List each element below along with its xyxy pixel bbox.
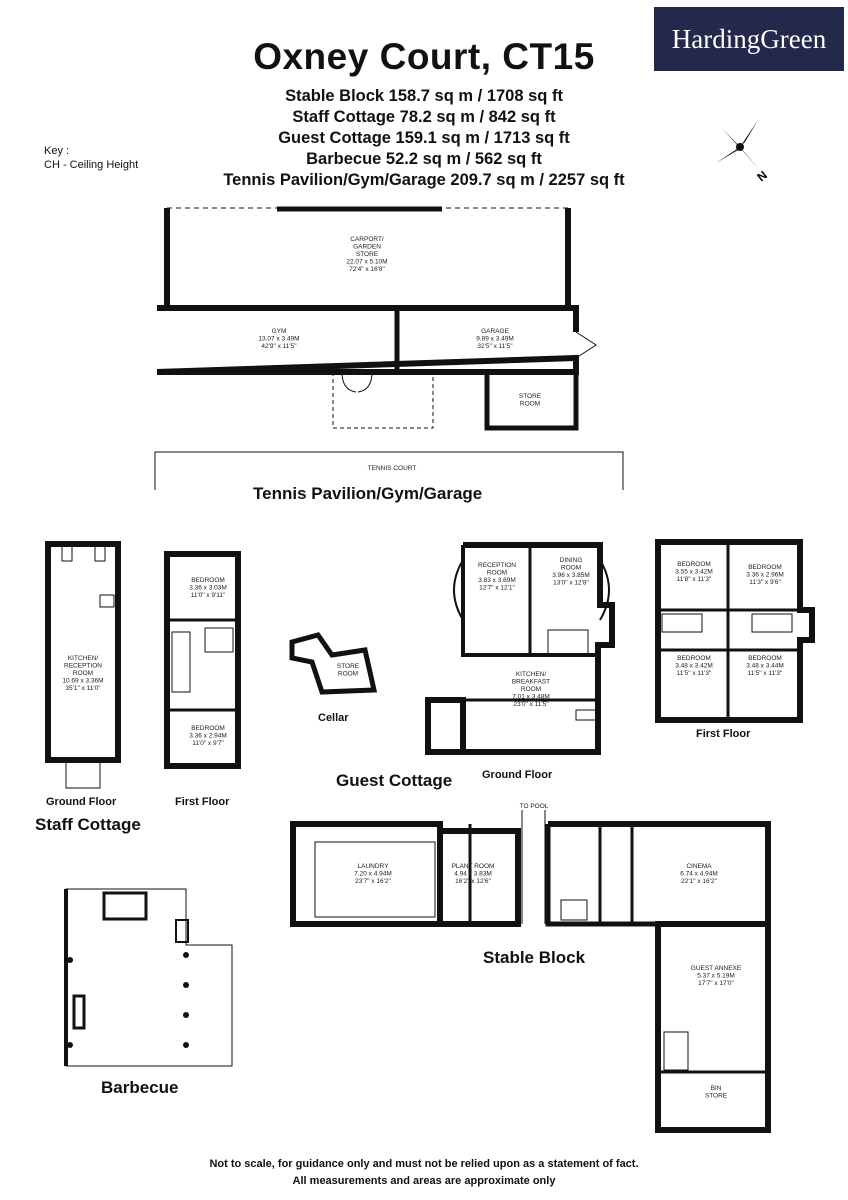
barbecue-plan <box>64 888 233 1067</box>
area-line: Stable Block 158.7 sq m / 1708 sq ft <box>285 87 563 105</box>
room-label-to-pool: TO POOL <box>520 803 549 810</box>
footer-disclaimer: Not to scale, for guidance only and must… <box>0 1156 848 1190</box>
building-label-tennis: Tennis Pavilion/Gym/Garage <box>253 484 483 503</box>
building-label-stable: Stable Block <box>483 948 586 967</box>
floor-label-staff-ground: Ground Floor <box>46 796 117 808</box>
key-legend: Key : CH - Ceiling Height <box>44 144 138 172</box>
compass-icon <box>716 120 758 168</box>
guest-first-plan <box>655 539 815 723</box>
tennis-pavilion-plan <box>154 206 624 490</box>
building-label-barbecue: Barbecue <box>101 1078 179 1097</box>
key-title: Key : <box>44 145 70 157</box>
stable-block-plan <box>290 810 771 1133</box>
area-line: Barbecue 52.2 sq m / 562 sq ft <box>306 150 542 168</box>
brand-logo: HardingGreen <box>654 7 844 71</box>
floor-label-staff-first: First Floor <box>175 796 230 808</box>
floor-label-guest-first: First Floor <box>696 728 751 740</box>
room-label-tennis-court: TENNIS COURT <box>368 465 417 472</box>
floor-label-guest-ground: Ground Floor <box>482 769 553 781</box>
staff-ground-plan <box>45 541 121 789</box>
key-ceiling-height: CH - Ceiling Height <box>44 159 139 171</box>
area-line: Tennis Pavilion/Gym/Garage 209.7 sq m / … <box>223 171 625 189</box>
compass-north-label: N <box>754 168 770 184</box>
area-line: Staff Cottage 78.2 sq m / 842 sq ft <box>292 108 556 126</box>
page-title: Oxney Court, CT15 <box>253 36 595 77</box>
area-summary: Stable Block 158.7 sq m / 1708 sq ft Sta… <box>0 86 848 191</box>
area-line: Guest Cottage 159.1 sq m / 1713 sq ft <box>278 129 570 147</box>
building-label-staff: Staff Cottage <box>35 815 141 834</box>
building-label-guest: Guest Cottage <box>336 771 453 790</box>
floor-label-cellar: Cellar <box>318 712 349 724</box>
guest-ground-plan <box>425 542 615 755</box>
footer-line: Not to scale, for guidance only and must… <box>209 1158 639 1170</box>
staff-first-plan <box>164 551 241 769</box>
cellar-plan <box>289 632 378 695</box>
footer-line: All measurements and areas are approxima… <box>292 1175 556 1187</box>
